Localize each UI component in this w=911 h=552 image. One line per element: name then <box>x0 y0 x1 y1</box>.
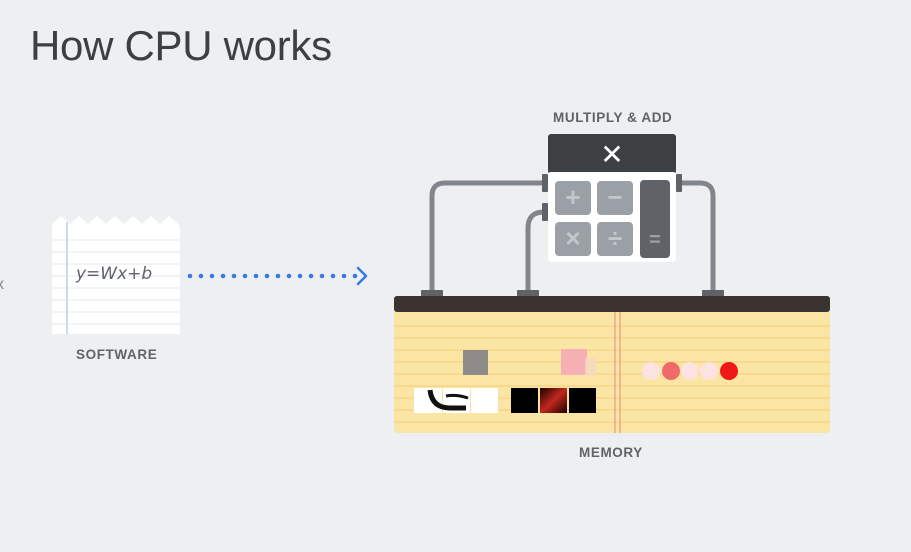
times-key: × <box>555 222 591 256</box>
pink-pixel <box>561 349 587 375</box>
vector-dots <box>642 362 738 380</box>
page-title: How CPU works <box>30 22 332 69</box>
plus-key: + <box>555 181 591 215</box>
software-label: SOFTWARE <box>76 347 158 362</box>
pipe-connectors <box>421 174 724 297</box>
cropped-edge-glyph: x <box>0 276 4 293</box>
minus-key: − <box>597 181 633 215</box>
digit-image-tiles <box>414 388 498 413</box>
dotted-arrow <box>187 266 368 286</box>
grey-pixel <box>463 350 488 375</box>
equals-key: = <box>640 180 670 258</box>
multiply-add-label: MULTIPLY & ADD <box>553 110 673 125</box>
software-formula: y=Wx+b <box>76 264 153 284</box>
feature-map-tiles <box>511 388 596 413</box>
divide-key: ÷ <box>597 222 633 256</box>
multiply-icon: ✕ <box>600 139 624 170</box>
software-notepad <box>52 216 180 334</box>
memory-notepad <box>394 296 830 433</box>
memory-label: MEMORY <box>579 445 643 460</box>
memory-contents <box>414 349 738 413</box>
